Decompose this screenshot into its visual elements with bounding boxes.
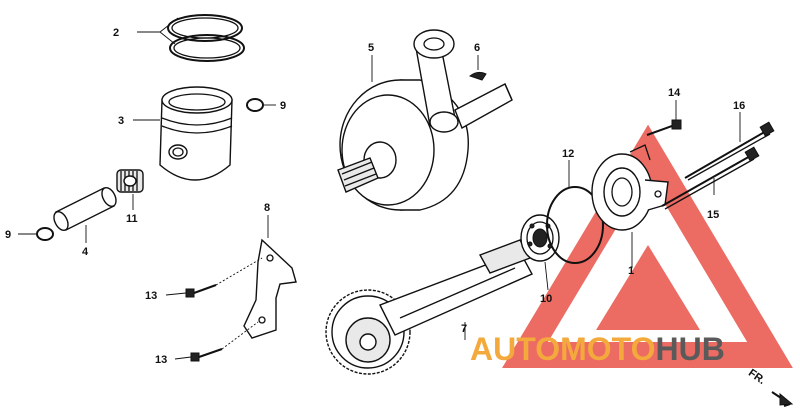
clip-lower (36, 227, 54, 241)
bolt-14 (646, 119, 682, 136)
callout-12: 12 (562, 148, 574, 160)
callout-6: 6 (474, 42, 480, 54)
callout-16: 16 (733, 100, 745, 112)
callout-14: 14 (668, 87, 681, 99)
bracket (243, 238, 297, 339)
callout-9-lower: 9 (5, 229, 11, 241)
long-bolt-16 (684, 121, 775, 181)
callout-13-lower: 13 (155, 354, 167, 366)
callout-11: 11 (126, 213, 138, 225)
watermark-text-hub: HUB (655, 331, 724, 367)
watermark-text-automoto: AUTOMOTO (470, 331, 655, 367)
piston-rings (167, 14, 245, 62)
callout-2: 2 (113, 27, 119, 39)
bearing-holder (591, 144, 669, 231)
clip-upper (246, 98, 264, 112)
leader-2 (137, 17, 179, 45)
callout-1: 1 (628, 265, 634, 277)
callout-10: 10 (540, 293, 552, 305)
direction-arrow: FR. (746, 367, 794, 407)
direction-label: FR. (746, 367, 767, 387)
bolt-lower (190, 348, 223, 362)
piston (159, 86, 233, 181)
callout-13-upper: 13 (145, 290, 157, 302)
callout-15: 15 (707, 209, 719, 221)
callout-5: 5 (368, 42, 374, 54)
bolt-upper (185, 284, 217, 298)
balancer-shaft (325, 239, 533, 375)
o-ring (546, 186, 604, 264)
callout-7: 7 (461, 323, 467, 335)
watermark-text: AUTOMOTOHUB (470, 331, 725, 367)
callout-8: 8 (264, 202, 270, 214)
piston-pin (53, 186, 117, 232)
callout-9-upper: 9 (280, 100, 286, 112)
long-bolt-15 (661, 146, 760, 210)
watermark-triangle (502, 124, 793, 368)
callout-4: 4 (82, 246, 89, 258)
needle-bearing (116, 169, 144, 193)
crankshaft (337, 29, 513, 211)
callout-labels: 2 3 9 9 4 11 8 13 13 5 6 7 12 10 1 14 16… (5, 27, 745, 366)
ball-bearing (520, 214, 560, 262)
woodruff-key (468, 71, 487, 81)
callout-3: 3 (118, 115, 124, 127)
